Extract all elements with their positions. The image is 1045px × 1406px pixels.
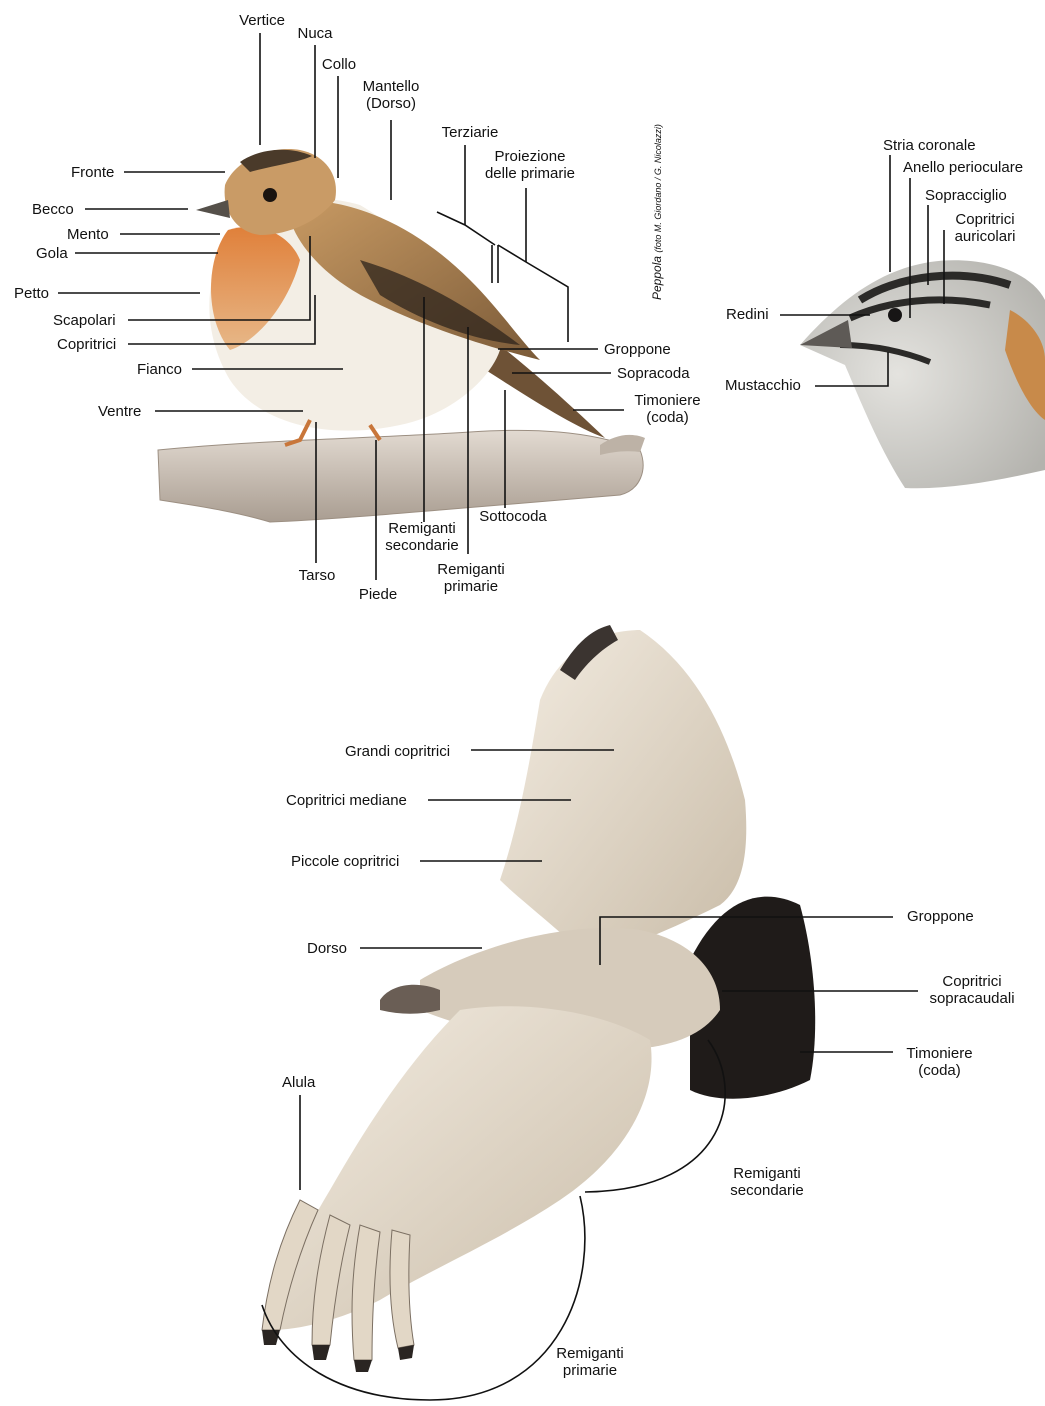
label-nuca: Nuca bbox=[290, 25, 340, 42]
label-dorso: Dorso bbox=[307, 940, 347, 957]
label-remiganti-secondarie: Remiganti secondarie bbox=[374, 520, 470, 554]
label-gola: Gola bbox=[36, 245, 68, 262]
label-terziarie: Terziarie bbox=[425, 124, 515, 141]
label-fronte: Fronte bbox=[71, 164, 114, 181]
label-remiganti-secondarie-2: Remiganti secondarie bbox=[719, 1165, 815, 1199]
label-remiganti-primarie-2-line2: primarie bbox=[544, 1362, 636, 1379]
label-redini: Redini bbox=[726, 306, 769, 323]
label-grandi-copritrici: Grandi copritrici bbox=[345, 743, 450, 760]
label-groppone-2: Groppone bbox=[907, 908, 974, 925]
label-remiganti-secondarie-line1: Remiganti bbox=[374, 520, 470, 537]
label-copritrici-sopracaudali: Copritrici sopracaudali bbox=[922, 973, 1022, 1007]
label-copritrici: Copritrici bbox=[57, 336, 116, 353]
label-remiganti-primarie-2: Remiganti primarie bbox=[544, 1345, 636, 1379]
label-timoniere-line1: Timoniere bbox=[625, 392, 710, 409]
label-remiganti-secondarie-line2: secondarie bbox=[374, 537, 470, 554]
label-proiezione-line2: delle primarie bbox=[470, 165, 590, 182]
label-proiezione: Proiezione delle primarie bbox=[470, 148, 590, 182]
label-timoniere-2: Timoniere (coda) bbox=[897, 1045, 982, 1079]
label-copritrici-sopracaudali-line2: sopracaudali bbox=[922, 990, 1022, 1007]
label-stria-coronale: Stria coronale bbox=[883, 137, 976, 154]
photo-credit: Peppola (foto M. Giordano / G. Nicolazzi… bbox=[650, 124, 664, 300]
brambling-illustration bbox=[158, 149, 645, 522]
bunting-head-illustration bbox=[800, 260, 1045, 488]
vulture-upper-wing bbox=[500, 630, 746, 960]
label-copritrici-auricolari-line1: Copritrici bbox=[944, 211, 1026, 228]
label-anello-perioculare: Anello perioculare bbox=[903, 159, 1023, 176]
label-remiganti-primarie-line1: Remiganti bbox=[425, 561, 517, 578]
vulture-head bbox=[380, 985, 440, 1014]
label-copritrici-auricolari: Copritrici auricolari bbox=[944, 211, 1026, 245]
credit-photographer: (foto M. Giordano / G. Nicolazzi) bbox=[653, 124, 663, 253]
sparrow-beak bbox=[196, 200, 230, 218]
label-piede: Piede bbox=[350, 586, 406, 603]
label-remiganti-secondarie-2-line1: Remiganti bbox=[719, 1165, 815, 1182]
label-remiganti-primarie: Remiganti primarie bbox=[425, 561, 517, 595]
label-copritrici-mediane: Copritrici mediane bbox=[286, 792, 407, 809]
label-remiganti-secondarie-2-line2: secondarie bbox=[719, 1182, 815, 1199]
label-fianco: Fianco bbox=[137, 361, 182, 378]
vulture-illustration bbox=[262, 625, 815, 1372]
vulture-feather-tips bbox=[262, 1330, 414, 1372]
label-scapolari: Scapolari bbox=[53, 312, 116, 329]
label-remiganti-primarie-line2: primarie bbox=[425, 578, 517, 595]
label-becco: Becco bbox=[32, 201, 74, 218]
label-timoniere-line2: (coda) bbox=[625, 409, 710, 426]
branch-shape bbox=[158, 430, 643, 522]
label-remiganti-primarie-2-line1: Remiganti bbox=[544, 1345, 636, 1362]
bunting-head-shape bbox=[800, 260, 1045, 488]
label-mantello-line2: (Dorso) bbox=[346, 95, 436, 112]
label-mantello: Mantello (Dorso) bbox=[346, 78, 436, 112]
label-vertice: Vertice bbox=[232, 12, 292, 29]
label-timoniere: Timoniere (coda) bbox=[625, 392, 710, 426]
label-piccole-copritrici: Piccole copritrici bbox=[291, 853, 399, 870]
label-alula: Alula bbox=[282, 1074, 315, 1091]
label-copritrici-auricolari-line2: auricolari bbox=[944, 228, 1026, 245]
label-copritrici-sopracaudali-line1: Copritrici bbox=[922, 973, 1022, 990]
label-collo: Collo bbox=[314, 56, 364, 73]
label-timoniere-2-line2: (coda) bbox=[897, 1062, 982, 1079]
label-ventre: Ventre bbox=[98, 403, 141, 420]
label-sottocoda: Sottocoda bbox=[470, 508, 556, 525]
sparrow-eye bbox=[263, 188, 277, 202]
label-groppone: Groppone bbox=[604, 341, 671, 358]
label-sopracciglio: Sopracciglio bbox=[925, 187, 1007, 204]
label-tarso: Tarso bbox=[289, 567, 345, 584]
label-proiezione-line1: Proiezione bbox=[470, 148, 590, 165]
label-mantello-line1: Mantello bbox=[346, 78, 436, 95]
label-petto: Petto bbox=[14, 285, 49, 302]
label-mento: Mento bbox=[67, 226, 109, 243]
credit-species: Peppola bbox=[650, 256, 664, 300]
bunting-eye bbox=[888, 308, 902, 322]
label-mustacchio: Mustacchio bbox=[725, 377, 801, 394]
label-timoniere-2-line1: Timoniere bbox=[897, 1045, 982, 1062]
label-sopracoda: Sopracoda bbox=[617, 365, 690, 382]
